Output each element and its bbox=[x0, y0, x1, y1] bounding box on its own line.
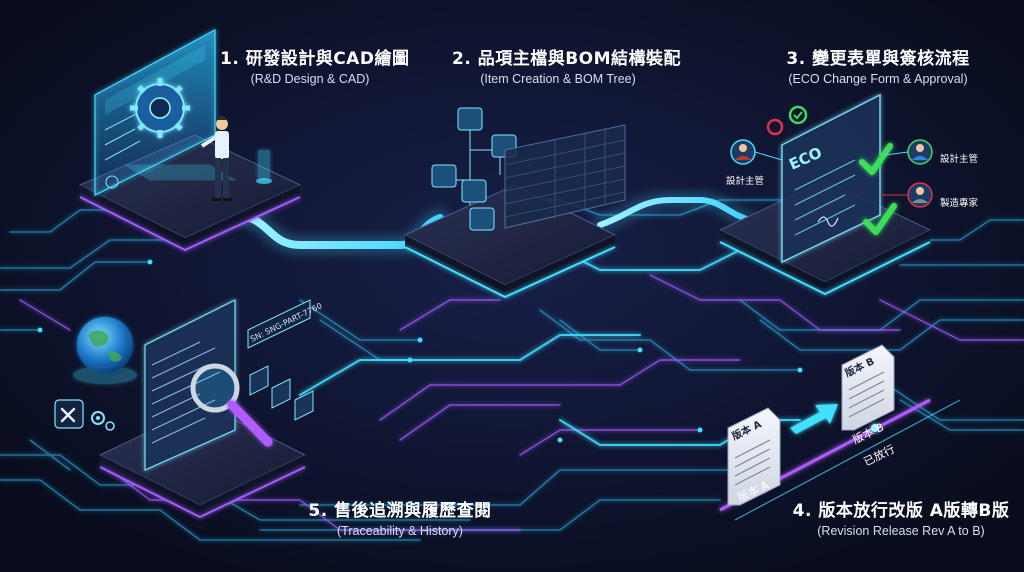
approval-check-icon-2 bbox=[863, 203, 897, 235]
gears-icon bbox=[91, 411, 115, 431]
role-label-design-manager-left: 設計主管 bbox=[726, 175, 764, 187]
approval-status-icons bbox=[766, 105, 808, 136]
step-label-4: 4. 版本放行改版 A版轉B版 (Revision Release Rev A … bbox=[786, 496, 1016, 538]
avatar-manufacturing-expert bbox=[880, 182, 933, 208]
globe-icon bbox=[73, 317, 137, 384]
magnifier-icon bbox=[190, 363, 273, 447]
step-label-3: 3. 變更表單與簽核流程 (ECO Change Form & Approval… bbox=[768, 44, 988, 86]
history-panel bbox=[144, 298, 236, 472]
avatar-design-manager-right bbox=[884, 139, 933, 165]
step-label-2: 2. 品項主檔與BOM結構裝配 (Item Creation & BOM Tre… bbox=[452, 44, 682, 86]
step-label-1: 1. 研發設計與CAD繪圖 (R&D Design & CAD) bbox=[220, 44, 410, 86]
step-title-1: 1. 研發設計與CAD繪圖 bbox=[220, 49, 410, 69]
step-title-4: 4. 版本放行改版 A版轉B版 bbox=[792, 501, 1010, 521]
step-subtitle-5: (Traceability & History) bbox=[337, 524, 463, 538]
step-subtitle-4: (Revision Release Rev A to B) bbox=[817, 524, 985, 538]
document-rev-a: 版本 A bbox=[727, 407, 781, 506]
wrench-icon bbox=[54, 399, 84, 429]
step-label-5: 5. 售後追溯與履歷查閱 (Traceability & History) bbox=[300, 496, 500, 538]
bom-table-panel bbox=[504, 124, 626, 229]
eco-form: ECO bbox=[781, 93, 881, 264]
step-title-2: 2. 品項主檔與BOM結構裝配 bbox=[452, 49, 682, 69]
platform-traceability: SN: SNG-PART-7760 bbox=[98, 298, 324, 519]
connector-tube-2-3 bbox=[592, 192, 758, 233]
avatar-design-manager-left bbox=[730, 139, 783, 165]
step-title-3: 3. 變更表單與簽核流程 bbox=[786, 49, 970, 69]
platform-rd-design bbox=[78, 28, 302, 252]
role-label-design-manager-right: 設計主管 bbox=[940, 153, 978, 165]
approval-check-icon bbox=[859, 143, 893, 175]
gear-icon bbox=[130, 78, 190, 138]
platform-bom bbox=[403, 107, 626, 299]
step-subtitle-1: (R&D Design & CAD) bbox=[250, 72, 370, 86]
step-title-5: 5. 售後追溯與履歷查閱 bbox=[308, 501, 492, 521]
trace-small-cards bbox=[249, 365, 314, 421]
step-subtitle-3: (ECO Change Form & Approval) bbox=[788, 72, 968, 86]
role-label-manufacturing-expert: 製造專家 bbox=[940, 197, 979, 209]
step-subtitle-2: (Item Creation & BOM Tree) bbox=[480, 72, 636, 86]
engineer-figure bbox=[200, 116, 232, 201]
arrow-right-icon bbox=[790, 404, 838, 434]
platform-eco: ECO bbox=[718, 93, 979, 296]
